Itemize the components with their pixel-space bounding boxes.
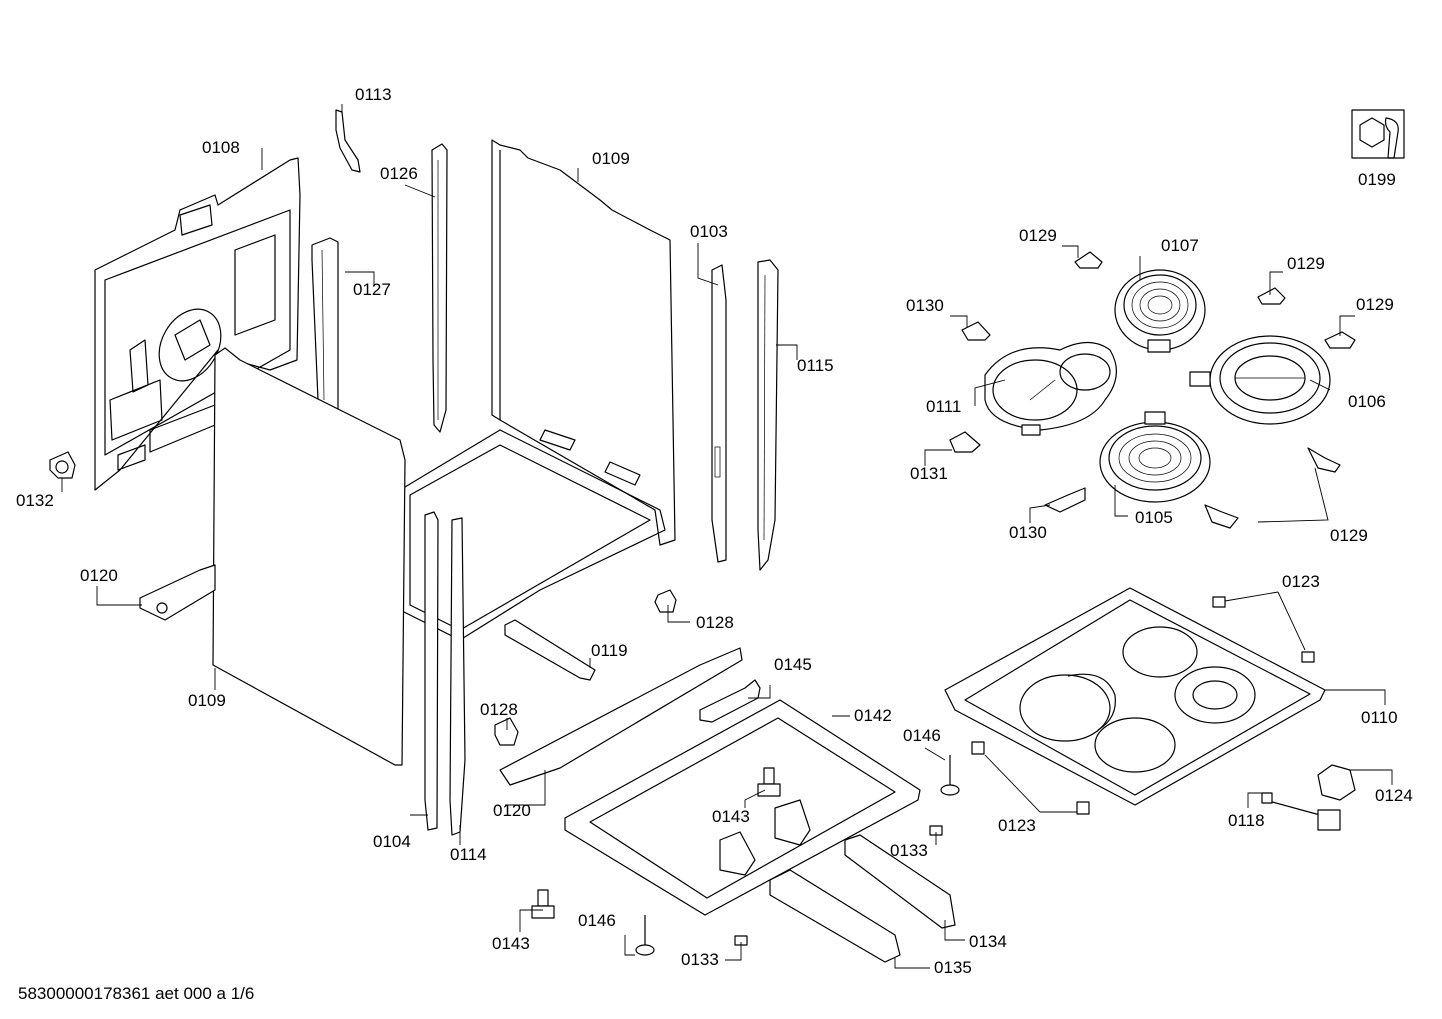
label-0109-top: 0109 [592, 149, 630, 168]
plug-part-0132 [49, 451, 76, 479]
wrench-nut-icon [1351, 109, 1405, 159]
base-frame-0142 [564, 699, 921, 916]
label-0134: 0134 [969, 932, 1007, 951]
label-0124: 0124 [1375, 786, 1413, 805]
label-0135: 0135 [934, 958, 972, 977]
label-0143-bottom: 0143 [492, 934, 530, 953]
label-0123-bottom: 0123 [998, 816, 1036, 835]
heating-element-0111 [984, 341, 1117, 436]
screw-0146-b [635, 915, 655, 956]
label-0146-top: 0146 [903, 726, 941, 745]
foot-0143-a [757, 767, 781, 797]
label-0132: 0132 [16, 491, 54, 510]
label-0142: 0142 [854, 706, 892, 725]
label-0129-d: 0129 [1330, 526, 1368, 545]
rail-0135 [769, 869, 901, 963]
label-0143-top: 0143 [712, 807, 750, 826]
rail-0104 [424, 511, 439, 831]
rail-0134 [844, 834, 956, 929]
clip-0131 [949, 431, 981, 453]
label-0129-a: 0129 [1019, 226, 1057, 245]
label-0133-top: 0133 [890, 841, 928, 860]
side-panel-0109 [212, 347, 406, 766]
clip-0123-c [971, 741, 985, 755]
label-0146-bottom: 0146 [578, 911, 616, 930]
label-0107: 0107 [1161, 236, 1199, 255]
document-id-footer: 58300000178361 aet 000 a 1/6 [18, 984, 255, 1003]
leader-lines [61, 104, 1393, 969]
rail-0126 [431, 143, 448, 433]
harness-0118 [1261, 792, 1341, 831]
label-0109-bottom: 0109 [188, 691, 226, 710]
clip-0129-d [1307, 447, 1341, 473]
label-0118: 0118 [1228, 811, 1265, 830]
label-0110: 0110 [1361, 708, 1398, 727]
label-0145: 0145 [774, 655, 812, 674]
bracket-0120-mid [499, 647, 743, 786]
label-0130-top: 0130 [906, 296, 944, 315]
rail-0115 [757, 259, 779, 571]
label-0128-top: 0128 [696, 613, 734, 632]
label-0111: 0111 [926, 397, 962, 416]
label-0113: 0113 [355, 85, 392, 104]
clip-0130-b [1044, 487, 1086, 513]
label-0115: 0115 [797, 356, 834, 375]
label-0128-bottom: 0128 [480, 700, 518, 719]
heating-element-0106 [1189, 335, 1331, 425]
heating-element-0107 [1114, 269, 1206, 353]
clip-0128-bottom [494, 717, 519, 746]
terminal-0124 [1317, 764, 1356, 801]
label-0131: 0131 [910, 464, 948, 483]
label-0123-top: 0123 [1282, 572, 1320, 591]
label-0126: 0126 [380, 164, 418, 183]
label-0104: 0104 [373, 832, 411, 851]
rail-0127 [311, 237, 339, 419]
clip-0123-d [1076, 801, 1090, 815]
label-0199: 0199 [1358, 170, 1396, 189]
label-0120-left: 0120 [80, 566, 118, 585]
label-0120-mid: 0120 [493, 801, 531, 820]
label-0133-bottom: 0133 [681, 950, 719, 969]
clip-0123-b [1301, 651, 1315, 663]
label-0129-c: 0129 [1356, 295, 1394, 314]
rail-0103 [711, 264, 727, 563]
clip-0128-top [654, 589, 677, 613]
clip-0129-a [1074, 251, 1103, 269]
label-0130-bottom: 0130 [1009, 523, 1047, 542]
screw-0146-a [940, 755, 960, 796]
label-0105: 0105 [1135, 508, 1173, 527]
rail-0119 [504, 619, 596, 681]
label-0119: 0119 [591, 641, 628, 660]
clip-0123-a [1212, 596, 1226, 608]
bracket-0145 [699, 679, 761, 723]
clip-0129-b [1257, 287, 1286, 305]
bracket-0120-left [139, 564, 216, 621]
rail-0114 [449, 517, 466, 836]
label-0127: 0127 [353, 280, 391, 299]
back-panel-0108 [94, 157, 301, 491]
label-0106: 0106 [1348, 392, 1386, 411]
bracket-0113 [335, 109, 361, 173]
clip-0130-a [961, 321, 991, 341]
label-0129-b: 0129 [1287, 254, 1325, 273]
frame-0109 [399, 139, 676, 641]
label-0108: 0108 [202, 138, 240, 157]
label-0103: 0103 [690, 222, 728, 241]
foot-0143-b [531, 889, 555, 919]
clip-0129-e [1204, 504, 1239, 529]
glass-hob-0110 [944, 587, 1326, 806]
clip-0129-c [1324, 331, 1356, 349]
heating-element-0105 [1099, 411, 1211, 503]
label-0114: 0114 [450, 845, 487, 864]
